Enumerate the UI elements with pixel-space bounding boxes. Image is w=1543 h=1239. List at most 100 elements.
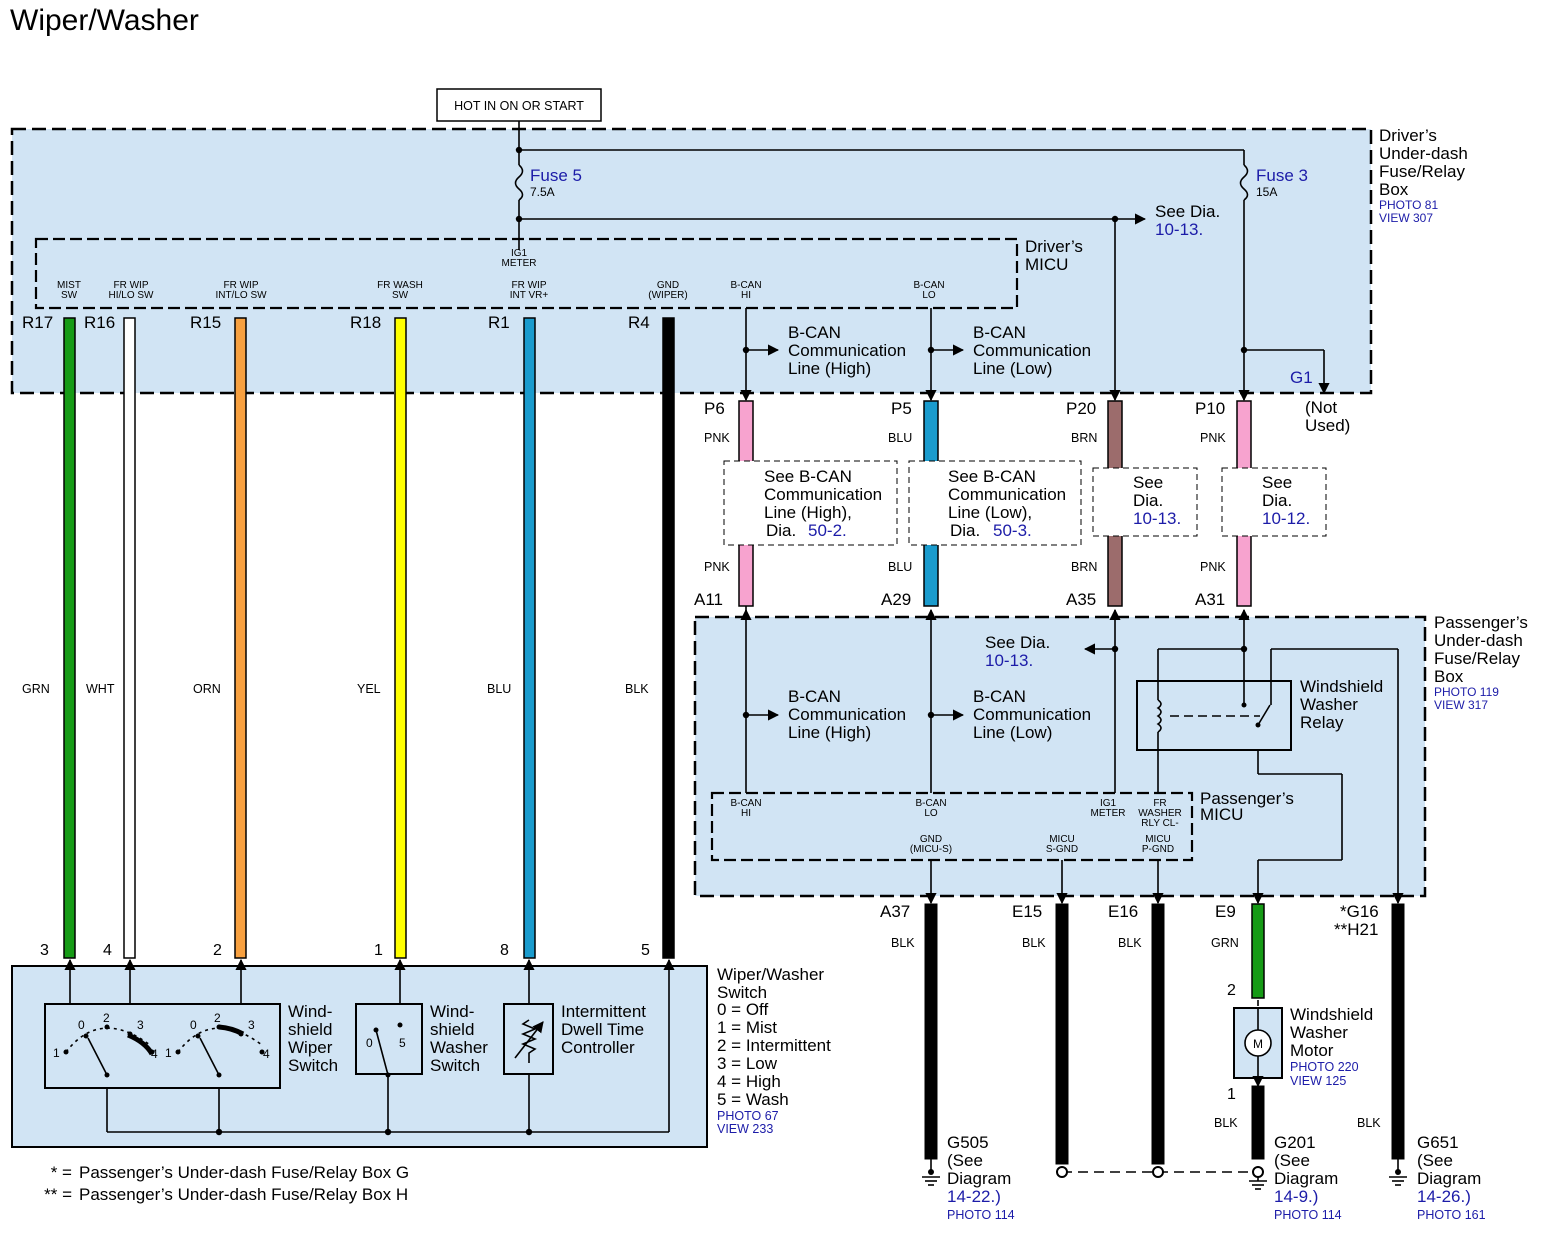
fuse5-rating: 7.5A <box>530 185 555 199</box>
svg-text:BLU: BLU <box>487 682 511 696</box>
svg-text:Diagram: Diagram <box>947 1169 1011 1188</box>
svg-text:P10: P10 <box>1195 399 1225 418</box>
svg-text:VIEW 233: VIEW 233 <box>717 1122 773 1136</box>
svg-text:BLK: BLK <box>1118 936 1142 950</box>
svg-text:G505: G505 <box>947 1133 989 1152</box>
svg-text:S-GND: S-GND <box>1046 844 1078 855</box>
bcan-driver-labels: B-CAN Communication Line (High) B-CAN Co… <box>788 323 1091 378</box>
svg-text:**H21: **H21 <box>1334 920 1378 939</box>
svg-text:FR WIP: FR WIP <box>114 280 149 291</box>
ground-connectors: A37 E15 E16 E9 *G16 **H21 <box>880 902 1379 939</box>
svg-text:BRN: BRN <box>1071 560 1097 574</box>
variable-resistor-icon <box>514 1019 544 1063</box>
svg-text:SW: SW <box>61 290 78 301</box>
see-dia-top-ref: 10-13. <box>1155 220 1203 239</box>
svg-text:PHOTO 114: PHOTO 114 <box>1274 1208 1342 1222</box>
svg-text:PHOTO 119: PHOTO 119 <box>1434 685 1499 699</box>
svg-text:0: 0 <box>190 1018 197 1032</box>
svg-text:GRN: GRN <box>1211 936 1239 950</box>
svg-text:Line (Low): Line (Low) <box>973 359 1052 378</box>
svg-text:SW: SW <box>392 290 409 301</box>
motor-pin2: 2 <box>1227 982 1236 999</box>
svg-text:See B-CAN: See B-CAN <box>764 467 852 486</box>
switch-pin-numbers: 3 4 2 1 8 5 <box>40 942 650 959</box>
wire-orn <box>234 317 247 959</box>
svg-text:MIST: MIST <box>57 280 81 291</box>
svg-text:Communication: Communication <box>788 705 906 724</box>
svg-text:3: 3 <box>40 942 49 959</box>
svg-text:BLK: BLK <box>625 682 649 696</box>
svg-text:B-CAN: B-CAN <box>913 280 944 291</box>
dwell-time-controller <box>503 1003 554 1075</box>
wire-color-labels: GRN WHT ORN YEL BLU BLK <box>22 682 649 696</box>
svg-text:PHOTO 114: PHOTO 114 <box>947 1208 1015 1222</box>
svg-text:E16: E16 <box>1108 902 1138 921</box>
svg-text:Washer: Washer <box>430 1038 488 1057</box>
svg-text:METER: METER <box>502 258 537 269</box>
svg-text:PNK: PNK <box>704 560 730 574</box>
switch-wires <box>63 317 675 959</box>
svg-text:A11: A11 <box>694 590 723 609</box>
svg-text:14-9.): 14-9.) <box>1274 1187 1318 1206</box>
ground-icon <box>922 1159 940 1186</box>
svg-text:Driver’s: Driver’s <box>1379 126 1437 145</box>
svg-text:VIEW 317: VIEW 317 <box>1434 698 1488 712</box>
svg-text:A35: A35 <box>1066 590 1096 609</box>
svg-text:PHOTO 220: PHOTO 220 <box>1290 1060 1359 1074</box>
svg-text:10-12.: 10-12. <box>1262 509 1310 528</box>
svg-text:Windshield: Windshield <box>1290 1005 1373 1024</box>
svg-text:See: See <box>1133 473 1163 492</box>
see-dia-pass: See Dia. <box>985 633 1050 652</box>
svg-text:Diagram: Diagram <box>1417 1169 1481 1188</box>
passenger-micu-label: Passenger’s <box>1200 789 1294 808</box>
svg-text:MICU: MICU <box>1049 834 1075 845</box>
ground-color-labels: BLK BLK BLK GRN BLK BLK <box>891 936 1381 1130</box>
svg-text:Line (High): Line (High) <box>788 359 871 378</box>
svg-text:* =: * = <box>51 1163 72 1182</box>
svg-text:INT/LO SW: INT/LO SW <box>215 290 267 301</box>
motor-label: Windshield Washer Motor PHOTO 220 VIEW 1… <box>1290 1005 1373 1088</box>
link-breaks <box>736 497 1254 510</box>
not-used-label: (Not <box>1305 398 1337 417</box>
svg-text:Switch: Switch <box>430 1056 480 1075</box>
svg-text:GRN: GRN <box>22 682 50 696</box>
svg-text:Dia.: Dia. <box>1262 491 1292 510</box>
svg-text:HI: HI <box>741 290 751 301</box>
ground-icon <box>1249 1177 1267 1190</box>
cross-ref-text: See B-CAN Communication Line (High), Dia… <box>764 467 1310 540</box>
svg-text:2: 2 <box>103 1011 110 1025</box>
hot-label: HOT IN ON OR START <box>454 99 584 113</box>
svg-text:Communication: Communication <box>788 341 906 360</box>
svg-text:4: 4 <box>103 942 112 959</box>
diagram-title: Wiper/Washer <box>10 4 199 37</box>
svg-text:4: 4 <box>151 1047 158 1061</box>
svg-text:MICU: MICU <box>1145 834 1171 845</box>
svg-text:YEL: YEL <box>357 682 381 696</box>
svg-text:Diagram: Diagram <box>1274 1169 1338 1188</box>
svg-text:Line (High): Line (High) <box>788 723 871 742</box>
svg-text:5 = Wash: 5 = Wash <box>717 1090 789 1109</box>
hot-label-box <box>436 88 602 122</box>
svg-text:Wiper/Washer: Wiper/Washer <box>717 965 824 984</box>
svg-text:METER: METER <box>1091 808 1126 819</box>
svg-text:Used): Used) <box>1305 416 1350 435</box>
switch-legend: 0 = Off 1 = Mist 2 = Intermittent 3 = Lo… <box>717 1000 831 1136</box>
svg-text:PHOTO 161: PHOTO 161 <box>1417 1208 1486 1222</box>
svg-text:Passenger’s Under-dash Fuse/Re: Passenger’s Under-dash Fuse/Relay Box G <box>79 1163 409 1182</box>
svg-text:BLK: BLK <box>1357 1116 1381 1130</box>
svg-text:G201: G201 <box>1274 1133 1316 1152</box>
svg-text:VIEW 125: VIEW 125 <box>1290 1074 1346 1088</box>
svg-text:Intermittent: Intermittent <box>561 1002 646 1021</box>
washer-pos0: 0 <box>366 1036 373 1050</box>
svg-text:** =: ** = <box>44 1185 72 1204</box>
svg-text:3 = Low: 3 = Low <box>717 1054 778 1073</box>
wire-connectors: R17 R16 R15 R18 R1 R4 <box>22 313 650 332</box>
svg-text:FR WASH: FR WASH <box>377 280 423 291</box>
svg-text:RLY CL-: RLY CL- <box>1141 818 1178 829</box>
fuse3-name: Fuse 3 <box>1256 166 1308 185</box>
svg-text:PNK: PNK <box>1200 431 1226 445</box>
svg-text:PHOTO 81: PHOTO 81 <box>1379 198 1438 212</box>
svg-text:2: 2 <box>214 1011 221 1025</box>
wiper-switch-positions: 0 2 3 1 4 0 2 3 1 4 <box>53 1011 270 1061</box>
